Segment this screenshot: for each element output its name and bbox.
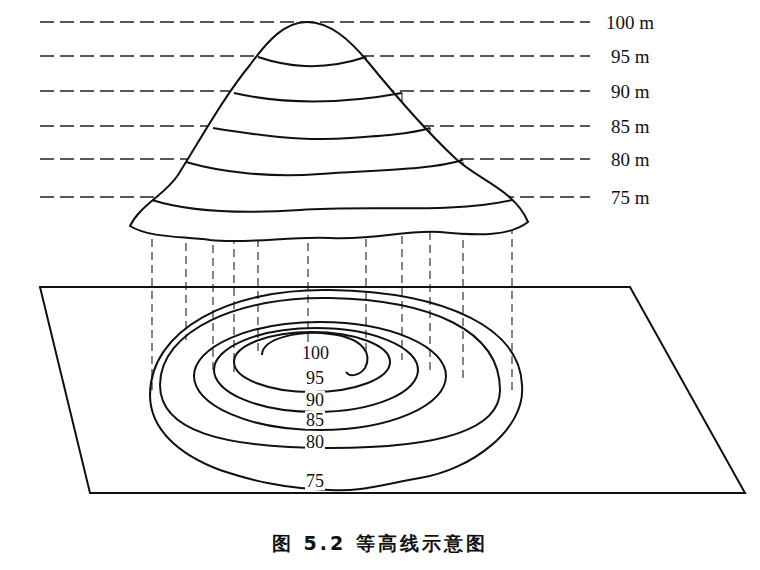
- plan-contours: [150, 290, 522, 490]
- figure-caption: 图 5.2 等高线示意图: [272, 534, 488, 553]
- ground-plane: [40, 287, 745, 493]
- elevation-label: 80 m: [611, 150, 650, 169]
- elevation-label: 85 m: [611, 117, 650, 136]
- elevation-label: 100 m: [606, 13, 654, 32]
- profile-contours: [152, 57, 512, 212]
- contour-value: 85: [305, 411, 325, 429]
- elevation-label: 75 m: [611, 188, 650, 207]
- elevation-label: 95 m: [611, 47, 650, 66]
- contour-value: 90: [305, 391, 325, 409]
- mountain-profile: [130, 22, 528, 241]
- contour-value: 75: [305, 472, 325, 490]
- contour-value: 100: [301, 344, 330, 362]
- elevation-label: 90 m: [611, 82, 650, 101]
- contour-value: 80: [305, 433, 325, 451]
- contour-value: 95: [305, 369, 325, 387]
